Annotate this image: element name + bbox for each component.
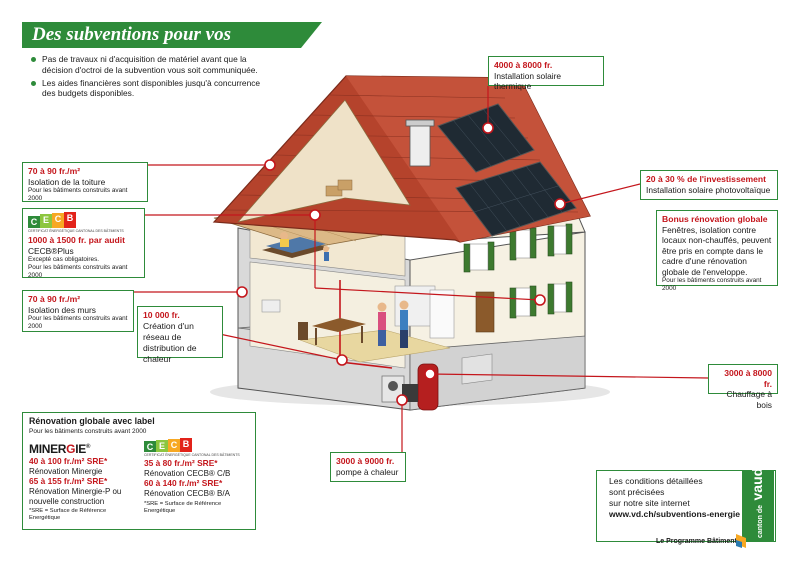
callout-label: Isolation de la toiture	[28, 176, 106, 187]
callout-amount: 20 à 30 % de l'investissement	[646, 174, 767, 184]
renovation-label: Rénovation Minergie	[29, 466, 103, 476]
logo-canton-text: canton de	[757, 504, 764, 538]
minergie-logo: MINERGIE®	[29, 442, 91, 457]
programme-logo-icon	[736, 534, 746, 548]
callout-note: Pour les bâtiments construits avant 2000	[28, 264, 128, 279]
renovation-amount: 35 à 80 fr./m² SRE*	[144, 458, 218, 469]
callout-amount: 10 000 fr.	[143, 310, 180, 320]
renovation-heading: Rénovation globale avec label	[29, 416, 155, 426]
callout-label: Installation solaire thermique	[494, 70, 562, 92]
callout-amount: Bonus rénovation globale	[662, 214, 768, 224]
callout-label: pompe à chaleur	[336, 466, 399, 477]
callout-wall-insulation: 70 à 90 fr./m² Isolation des murs Pour l…	[22, 290, 134, 332]
callout-label: Fenêtres, isolation contre locaux non-ch…	[662, 224, 772, 277]
canton-vaud-logo: canton de vaud	[742, 467, 774, 542]
callout-label: Chauffage à bois	[726, 389, 772, 410]
callout-label: Isolation des murs	[28, 304, 96, 315]
logo-vaud-text: vaud	[749, 467, 765, 501]
website-line: sur notre site internet	[609, 498, 690, 508]
renovation-label: Rénovation Minergie-P ou nouvelle constr…	[29, 486, 122, 506]
callout-amount: 4000 à 8000 fr.	[494, 60, 553, 70]
website-link[interactable]: www.vd.ch/subventions-energie	[609, 509, 740, 519]
programme-batiments-logo: Le Programme Bâtiments	[656, 538, 741, 545]
callout-solar-thermal: 4000 à 8000 fr. Installation solaire the…	[488, 56, 604, 91]
callout-note: Pour les bâtiments construits avant 2000	[662, 277, 762, 292]
callout-amount: 3000 à 9000 fr.	[336, 456, 395, 466]
callout-heat-network: 10 000 fr. Création d'un réseau de distr…	[137, 306, 223, 364]
renovation-label: Rénovation CECB® C/B	[144, 468, 231, 478]
note-item: Les aides financières sont disponibles j…	[30, 78, 270, 100]
callout-note: Excepté cas obligatoires.	[28, 256, 100, 263]
sre-footnote: *SRE = Surface de Référence Energétique	[144, 500, 222, 514]
callout-roof-insulation: 70 à 90 fr./m² Isolation de la toiture P…	[22, 162, 148, 202]
callout-note: Pour les bâtiments construits avant 2000	[28, 315, 128, 330]
renovation-heading-note: Pour les bâtiments construits avant 2000	[29, 427, 147, 435]
callout-bonus-global: Bonus rénovation globale Fenêtres, isola…	[656, 210, 778, 292]
callout-amount: 1000 à 1500 fr. par audit	[28, 235, 125, 245]
callout-amount: 70 à 90 fr./m²	[28, 166, 81, 176]
renovation-amount: 40 à 100 fr./m² SRE*	[29, 456, 108, 467]
website-line: Les conditions détaillées	[609, 476, 703, 486]
callout-wood-heating: 3000 à 8000 fr. Chauffage à bois	[708, 364, 778, 410]
cecb-tagline: CERTIFICAT ÉNERGÉTIQUE CANTONAL DES BÂTI…	[144, 453, 240, 458]
callout-note: Pour les bâtiments construits avant 2000	[28, 187, 128, 202]
callout-label: CECB®Plus	[28, 245, 74, 256]
callout-label: Installation solaire photovoltaïque	[646, 184, 771, 195]
minergie-column: MINERGIE® 40 à 100 fr./m² SRE* Rénovatio…	[29, 438, 134, 522]
sre-footnote: *SRE = Surface de Référence Energétique	[29, 508, 107, 522]
callout-heat-pump: 3000 à 9000 fr. pompe à chaleur	[330, 452, 406, 482]
renovation-amount: 65 à 155 fr./m² SRE*	[29, 476, 108, 487]
callout-photovoltaic: 20 à 30 % de l'investissement Installati…	[640, 170, 778, 200]
callout-amount: 3000 à 8000 fr.	[724, 368, 772, 389]
notes-list: Pas de travaux ni d'acquisition de matér…	[30, 54, 270, 101]
renovation-amount: 60 à 140 fr./m² SRE*	[144, 478, 223, 489]
callout-amount: 70 à 90 fr./m²	[28, 294, 81, 304]
page-title: Des subventions pour vos rénovations	[22, 22, 322, 48]
website-line: sont précisées	[609, 487, 665, 497]
note-item: Pas de travaux ni d'acquisition de matér…	[30, 54, 270, 76]
callout-label: Création d'un réseau de distribution de …	[143, 321, 197, 364]
renovation-label: Rénovation CECB® B/A	[144, 488, 230, 498]
cecb-tagline: CERTIFICAT ÉNERGÉTIQUE CANTONAL DES BÂTI…	[28, 229, 124, 233]
global-renovation-box: Rénovation globale avec label Pour les b…	[22, 412, 256, 530]
